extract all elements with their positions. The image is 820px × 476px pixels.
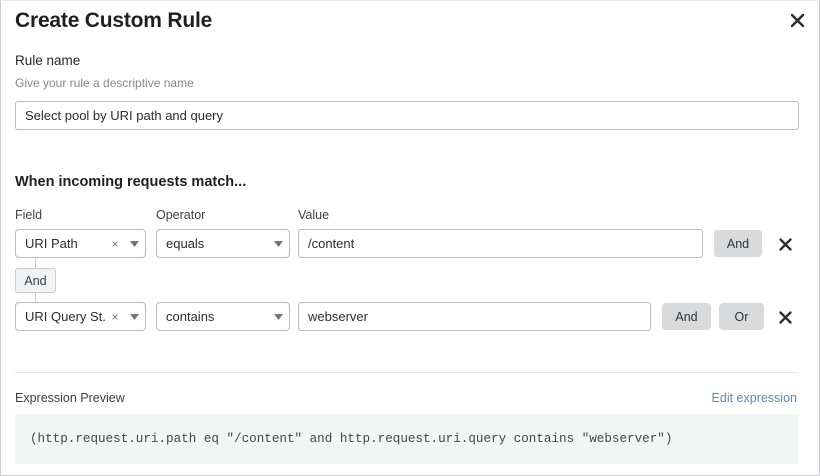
expression-preview-label: Expression Preview bbox=[15, 391, 125, 405]
page-title: Create Custom Rule bbox=[15, 9, 213, 32]
operator-select-row-1-value: equals bbox=[166, 236, 205, 251]
operator-select-row-1[interactable]: equals bbox=[156, 229, 290, 258]
connector-line-top bbox=[35, 258, 36, 269]
delete-row-2-button[interactable] bbox=[775, 307, 795, 327]
chevron-down-icon[interactable] bbox=[267, 313, 289, 320]
operator-select-row-2-value: contains bbox=[166, 309, 215, 324]
connector-and-badge[interactable]: And bbox=[15, 268, 56, 293]
and-button-row-1[interactable]: And bbox=[714, 230, 762, 257]
edit-expression-link[interactable]: Edit expression bbox=[711, 391, 797, 405]
rule-name-help-text: Give your rule a descriptive name bbox=[15, 76, 194, 90]
chevron-down-icon[interactable] bbox=[123, 240, 145, 247]
delete-row-1-button[interactable] bbox=[775, 234, 795, 254]
chevron-down-icon[interactable] bbox=[123, 313, 145, 320]
field-select-row-2[interactable]: URI Query St... × bbox=[15, 302, 146, 331]
column-header-value: Value bbox=[298, 208, 330, 222]
value-input-row-2[interactable] bbox=[298, 302, 651, 331]
field-select-row-1[interactable]: URI Path × bbox=[15, 229, 146, 258]
column-header-field: Field bbox=[15, 208, 43, 222]
and-button-row-2[interactable]: And bbox=[662, 303, 711, 330]
value-input-row-1[interactable] bbox=[298, 229, 703, 258]
connector-line-bottom bbox=[35, 292, 36, 302]
operator-select-row-2[interactable]: contains bbox=[156, 302, 290, 331]
section-divider bbox=[15, 372, 799, 373]
clear-icon[interactable]: × bbox=[111, 236, 119, 251]
rule-name-label: Rule name bbox=[15, 53, 81, 68]
chevron-down-icon[interactable] bbox=[267, 240, 289, 247]
rule-name-input[interactable] bbox=[15, 101, 799, 130]
field-select-row-1-value: URI Path bbox=[25, 236, 78, 251]
field-select-row-2-value: URI Query St... bbox=[25, 309, 107, 324]
match-section-heading: When incoming requests match... bbox=[15, 174, 247, 190]
close-icon[interactable] bbox=[785, 8, 809, 32]
expression-preview-box: (http.request.uri.path eq "/content" and… bbox=[15, 414, 799, 464]
expression-preview-text: (http.request.uri.path eq "/content" and… bbox=[30, 432, 673, 446]
or-button-row-2[interactable]: Or bbox=[719, 303, 764, 330]
column-header-operator: Operator bbox=[156, 208, 206, 222]
clear-icon[interactable]: × bbox=[111, 309, 119, 324]
